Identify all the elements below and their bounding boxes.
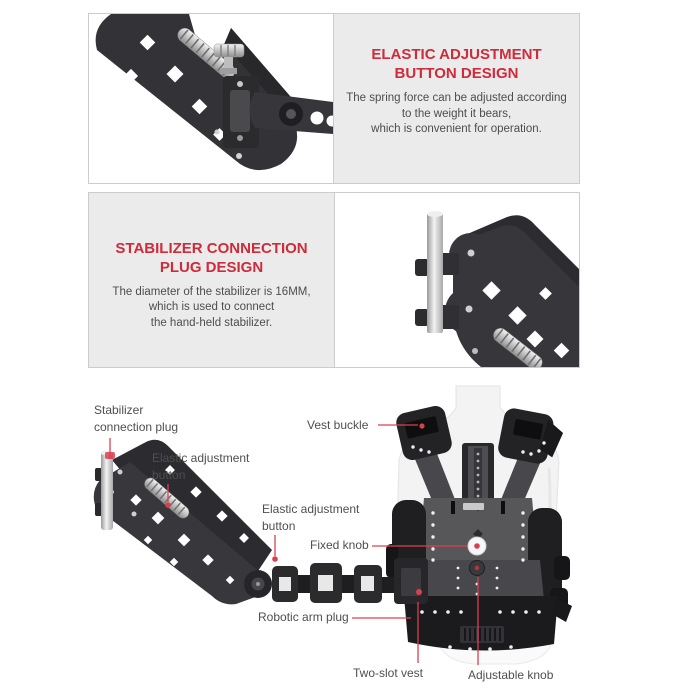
label-line: Adjustable knob bbox=[468, 668, 554, 682]
body-line: The diameter of the stabilizer is 16MM, bbox=[112, 285, 311, 298]
body-line: to the weight it bears, bbox=[401, 107, 512, 120]
label-line: button bbox=[262, 519, 296, 533]
robotic-arm-plug-block bbox=[394, 558, 428, 604]
waist-belt bbox=[404, 596, 558, 651]
label-line: Robotic arm plug bbox=[258, 610, 349, 624]
card-body: The spring force can be adjusted accordi… bbox=[346, 91, 567, 138]
label-line: Fixed knob bbox=[310, 538, 369, 552]
body-line: which is convenient for operation. bbox=[371, 123, 542, 136]
heading-line: PLUG DESIGN bbox=[159, 258, 264, 276]
lower-plate bbox=[414, 560, 544, 600]
body-line: The spring force can be adjusted accordi… bbox=[346, 92, 567, 105]
label-line: Elastic adjustment bbox=[152, 451, 250, 465]
label-adjustable-knob: Adjustable knob bbox=[468, 667, 553, 684]
plate-rivets bbox=[431, 511, 525, 596]
label-line: Stabilizer bbox=[94, 403, 144, 417]
body-line: the hand-held stabilizer. bbox=[150, 316, 273, 329]
diamond-cutouts-back bbox=[165, 465, 249, 543]
vest-and-arm-diagram bbox=[93, 385, 572, 665]
heading-line: ELASTIC ADJUSTMENT bbox=[371, 46, 542, 64]
photo-articulated-arm bbox=[89, 14, 334, 183]
hinge-bracket bbox=[223, 76, 259, 148]
callout-markers bbox=[105, 423, 425, 562]
label-line: Elastic adjustment bbox=[262, 502, 360, 516]
elbow-joint bbox=[244, 570, 272, 598]
belt-details bbox=[420, 610, 541, 651]
thumbscrew-knob bbox=[213, 43, 245, 74]
arm-plates bbox=[445, 215, 579, 367]
fixed-knob-marker bbox=[467, 536, 487, 556]
heading-line: BUTTON DESIGN bbox=[394, 65, 519, 83]
body-line: which is used to connect bbox=[148, 301, 275, 314]
spring-coil bbox=[177, 27, 235, 79]
label-two-slot-vest: Two-slot vest bbox=[353, 665, 423, 682]
label-elastic-adjustment-button-upper: Elastic adjustment button bbox=[152, 450, 249, 484]
spring-coil bbox=[144, 477, 190, 519]
label-fixed-knob: Fixed knob bbox=[310, 537, 369, 554]
chest-plate-details bbox=[451, 501, 505, 539]
heading-line: STABILIZER CONNECTION bbox=[115, 239, 308, 257]
label-line: Vest buckle bbox=[307, 418, 369, 432]
label-stabilizer-connection-plug: Stabilizer connection plug bbox=[94, 402, 178, 436]
card-body: The diameter of the stabilizer is 16MM, w… bbox=[112, 285, 310, 332]
adjustable-knob-marker bbox=[469, 560, 485, 576]
connection-pin-illustration bbox=[415, 211, 579, 367]
label-robotic-arm-plug: Robotic arm plug bbox=[258, 609, 349, 626]
label-line: Two-slot vest bbox=[353, 666, 424, 680]
screw-dots bbox=[214, 129, 242, 159]
buckle-rivets bbox=[411, 441, 546, 456]
arm-chain bbox=[272, 563, 394, 603]
label-elastic-adjustment-button-elbow: Elastic adjustment button bbox=[262, 501, 359, 535]
stabilizer-pin bbox=[95, 450, 113, 530]
horizontal-bar bbox=[249, 92, 333, 134]
label-line: button bbox=[152, 468, 186, 482]
center-rail bbox=[462, 443, 494, 507]
photo-connection-pin bbox=[334, 193, 579, 367]
connection-pin bbox=[415, 211, 459, 333]
screw-dots bbox=[465, 249, 478, 354]
robotic-arm bbox=[93, 439, 428, 605]
label-vest-buckle: Vest buckle bbox=[307, 417, 368, 434]
articulated-arm-illustration bbox=[95, 14, 333, 171]
label-line: connection plug bbox=[94, 420, 179, 434]
spring-coil bbox=[493, 328, 543, 367]
